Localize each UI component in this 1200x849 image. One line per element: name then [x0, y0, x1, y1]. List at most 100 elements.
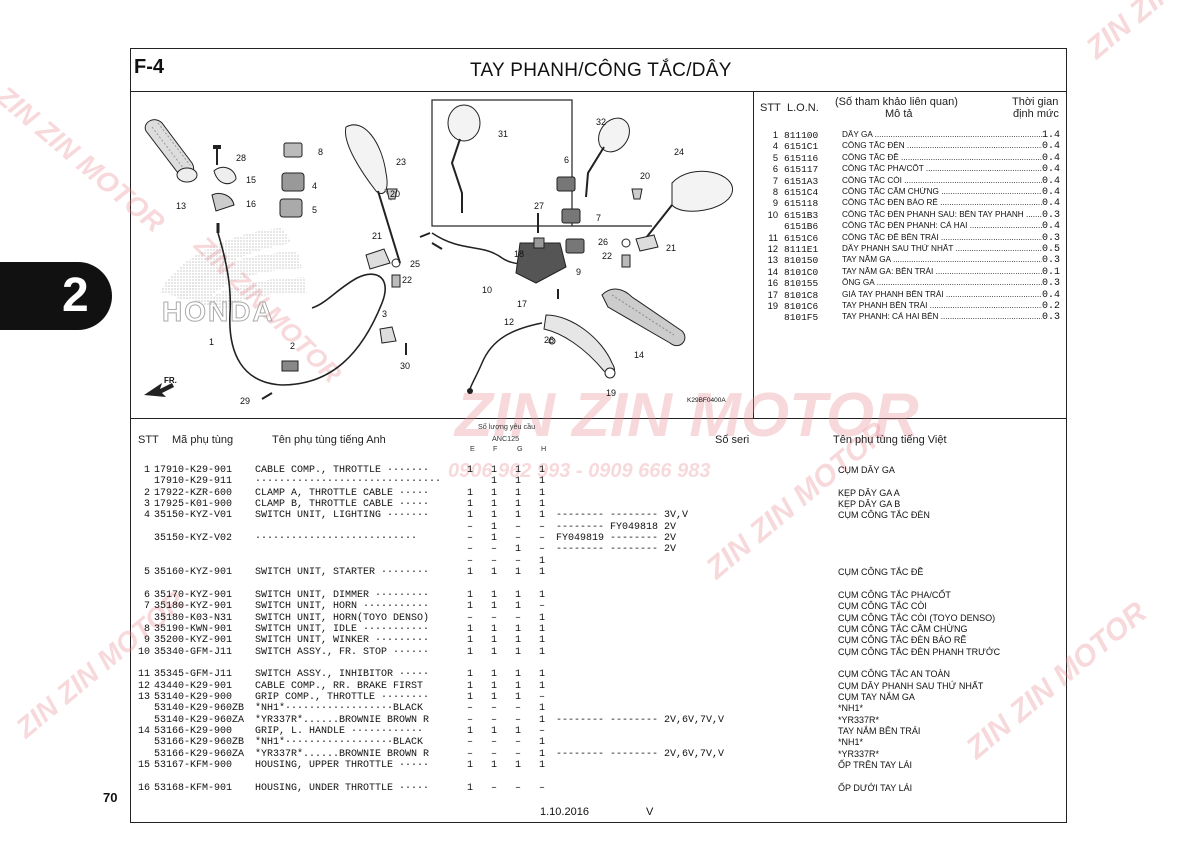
row-name-en: SWITCH UNIT, LIGHTING ·······	[255, 510, 430, 522]
row-qty-h: –	[538, 544, 545, 556]
row-stt: 10	[137, 646, 150, 658]
legend-value: 0.4	[1041, 289, 1060, 301]
row-qty-e: –	[466, 533, 473, 545]
row-qty-g: –	[514, 714, 521, 726]
drawing-code: K29BF0400A	[687, 397, 726, 404]
row-name-en: *NH1*··················BLACK	[255, 737, 424, 749]
row-qty-f: –	[490, 612, 497, 624]
row-name-vn: ỐP DƯỚI TAY LÁI	[838, 782, 913, 793]
row-qty-h: 1	[538, 555, 545, 567]
row-qty-h: 1	[538, 623, 545, 635]
row-qty-h: 1	[538, 737, 545, 749]
row-part-number: 17910-K29-901	[154, 465, 233, 476]
table-row	[130, 658, 1067, 669]
row-qty-e: –	[466, 612, 473, 624]
row-part-number: 35180-K03-N31	[154, 612, 233, 624]
row-qty-g: 1	[514, 476, 521, 488]
row-qty-h: 1	[538, 760, 545, 772]
callout-21: 21	[666, 243, 676, 253]
col-model: ANC125	[492, 434, 520, 443]
row-qty-g: 1	[514, 760, 521, 772]
row-name-en: SWITCH UNIT, HORN ···········	[255, 601, 430, 613]
legend-stt: 4	[772, 141, 778, 152]
callout-12: 12	[504, 317, 514, 327]
row-qty-f: 1	[490, 521, 497, 533]
legend-value: 0.2	[1041, 301, 1060, 312]
row-qty-f: –	[490, 703, 497, 715]
row-part-number: 35340-GFM-J11	[154, 646, 233, 658]
callout-28: 28	[236, 153, 246, 163]
diagram-divider	[130, 418, 1067, 419]
row-qty-g: –	[514, 555, 521, 567]
row-qty-h: –	[538, 601, 545, 613]
row-qty-f: 1	[490, 567, 497, 579]
row-stt: 4	[143, 510, 150, 522]
legend-desc: CÔNG TẮC ĐÈN PHANH SAU: BÊN TAY PHANH	[842, 210, 1042, 219]
row-name-vn: CỤM TAY NẮM GA	[838, 692, 915, 702]
legend-desc: TAY PHANH BÊN TRÁI	[842, 301, 1042, 310]
row-qty-h: 1	[538, 703, 545, 715]
row-name-vn: ỐP TRÊN TAY LÁI	[838, 760, 913, 771]
row-qty-g: 1	[514, 567, 521, 579]
row-qty-g: –	[514, 612, 521, 624]
row-qty-f: 1	[490, 692, 497, 703]
callout-14: 14	[634, 350, 644, 360]
row-qty-g: –	[514, 521, 521, 533]
legend-desc: TAY PHANH: CẢ HAI BÊN	[842, 312, 1042, 321]
callout-20: 20	[640, 171, 650, 181]
row-qty-h: –	[538, 692, 545, 703]
row-qty-f: –	[490, 714, 497, 726]
legend-code: 6151C1	[784, 141, 819, 153]
row-name-en: HOUSING, UNDER THROTTLE ·····	[255, 782, 430, 794]
row-qty-g: 1	[514, 692, 521, 703]
row-qty-f: 1	[490, 465, 497, 476]
legend-code: 6151C6	[784, 232, 819, 244]
row-part-number: 53166-K29-960ZA	[154, 748, 245, 760]
row-name-vn: *YR337R*	[838, 748, 880, 759]
callout-10: 10	[482, 285, 492, 295]
row-qty-h: –	[538, 726, 545, 738]
legend-value: 0.4	[1041, 221, 1060, 233]
callout-18: 18	[514, 249, 524, 259]
row-qty-g: –	[514, 533, 521, 545]
page-number: 70	[103, 790, 118, 805]
callout-24: 24	[674, 147, 684, 157]
legend-stt: 9	[772, 198, 778, 209]
row-qty-f: 1	[490, 623, 497, 635]
legend-value: 0.4	[1041, 152, 1060, 164]
row-part-number: 17925-K01-900	[154, 499, 233, 511]
legend-desc: CÔNG TẮC ĐÈN BÁO RẼ	[842, 198, 1042, 207]
row-name-en: *NH1*··················BLACK	[255, 703, 424, 715]
legend-row: 10 6151B3 CÔNG TẮC ĐÈN PHANH SAU: BÊN TAY …	[756, 210, 1062, 221]
row-qty-e: 1	[466, 465, 473, 476]
row-qty-f: 1	[490, 635, 497, 647]
table-row: 53140-K29-960ZA *YR337R*......BROWNIE BR…	[130, 715, 1067, 726]
row-name-en: GRIP, L. HANDLE ············	[255, 726, 424, 738]
legend-code: 6151B3	[784, 209, 819, 221]
legend-code: 6151A3	[784, 175, 819, 187]
row-qty-h: –	[538, 782, 545, 794]
callout-6: 6	[564, 155, 569, 165]
row-part-number: 35180-KYZ-901	[154, 601, 233, 613]
row-qty-f: –	[490, 737, 497, 749]
legend-code: 8101C8	[784, 289, 819, 301]
legend-header-ref: (Số tham khảo liên quan)	[835, 96, 958, 108]
row-qty-e: –	[466, 703, 473, 715]
row-qty-e: –	[466, 555, 473, 567]
callout-7: 7	[596, 213, 601, 223]
legend-stt: 10	[767, 209, 778, 220]
callout-2: 2	[290, 341, 295, 351]
row-stt: 11	[137, 669, 150, 681]
row-stt: 1	[143, 465, 150, 476]
row-qty-e: 1	[466, 692, 473, 703]
row-qty-e: 1	[466, 623, 473, 635]
row-qty-e: 1	[466, 782, 473, 794]
row-part-number: 17910-K29-911	[154, 476, 233, 488]
